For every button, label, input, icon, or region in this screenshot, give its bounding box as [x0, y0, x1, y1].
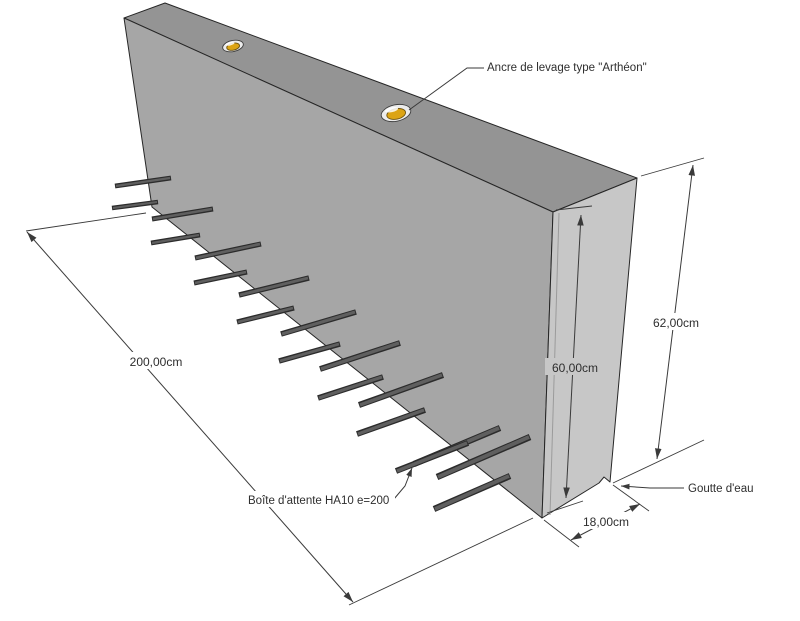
lifting-anchor [380, 103, 412, 123]
labels: Ancre de levage type "Arthéon" Boîte d'a… [130, 62, 754, 529]
rebar-rod-core [434, 474, 510, 511]
rebar-rod-core [437, 435, 530, 479]
dimension-lines [26, 164, 695, 603]
front-height-label-bg [545, 358, 606, 375]
thickness-dimension-label: 18,00cm [583, 515, 629, 529]
thickness-label-bg [574, 512, 638, 529]
lifting-anchors [222, 39, 412, 123]
anchor-highlight [225, 41, 235, 46]
overall-height-label-bg [645, 313, 708, 330]
extension-line [348, 517, 534, 606]
rebar-rod-core [357, 408, 425, 436]
rebar-rod-core [152, 207, 213, 221]
length-label-bg [119, 352, 193, 369]
dimension-line [26, 231, 354, 603]
rebar-label-bg [245, 491, 395, 507]
rebar-rod-core [359, 373, 443, 407]
lifting-anchor [222, 39, 244, 53]
leader-line [393, 467, 413, 500]
extension-line [25, 212, 147, 232]
extension-line [612, 484, 650, 512]
leader-line [620, 483, 684, 490]
drip-edge-label: Goutte d'eau [688, 483, 754, 495]
extension-lines [25, 157, 705, 606]
leader-line [408, 67, 484, 111]
rebar-rod-core [112, 200, 158, 210]
extension-line [543, 519, 580, 548]
extension-line [546, 500, 584, 514]
overall-height-dimension-label: 62,00cm [653, 316, 699, 330]
leader-lines [393, 67, 684, 500]
rebar-rod-core [396, 441, 468, 473]
label-backgrounds [119, 313, 708, 529]
front-height-dimension-label: 60,00cm [552, 361, 598, 375]
rebar-rod-core [115, 176, 171, 188]
length-dimension-label: 200,00cm [130, 355, 183, 369]
rebar-box-label: Boîte d'attente HA10 e=200 [248, 495, 389, 507]
dimension-line [655, 164, 695, 460]
anchor-label: Ancre de levage type "Arthéon" [487, 62, 647, 74]
dimension-line [563, 214, 584, 499]
extension-line [555, 205, 593, 211]
anchor-highlight [384, 106, 399, 113]
